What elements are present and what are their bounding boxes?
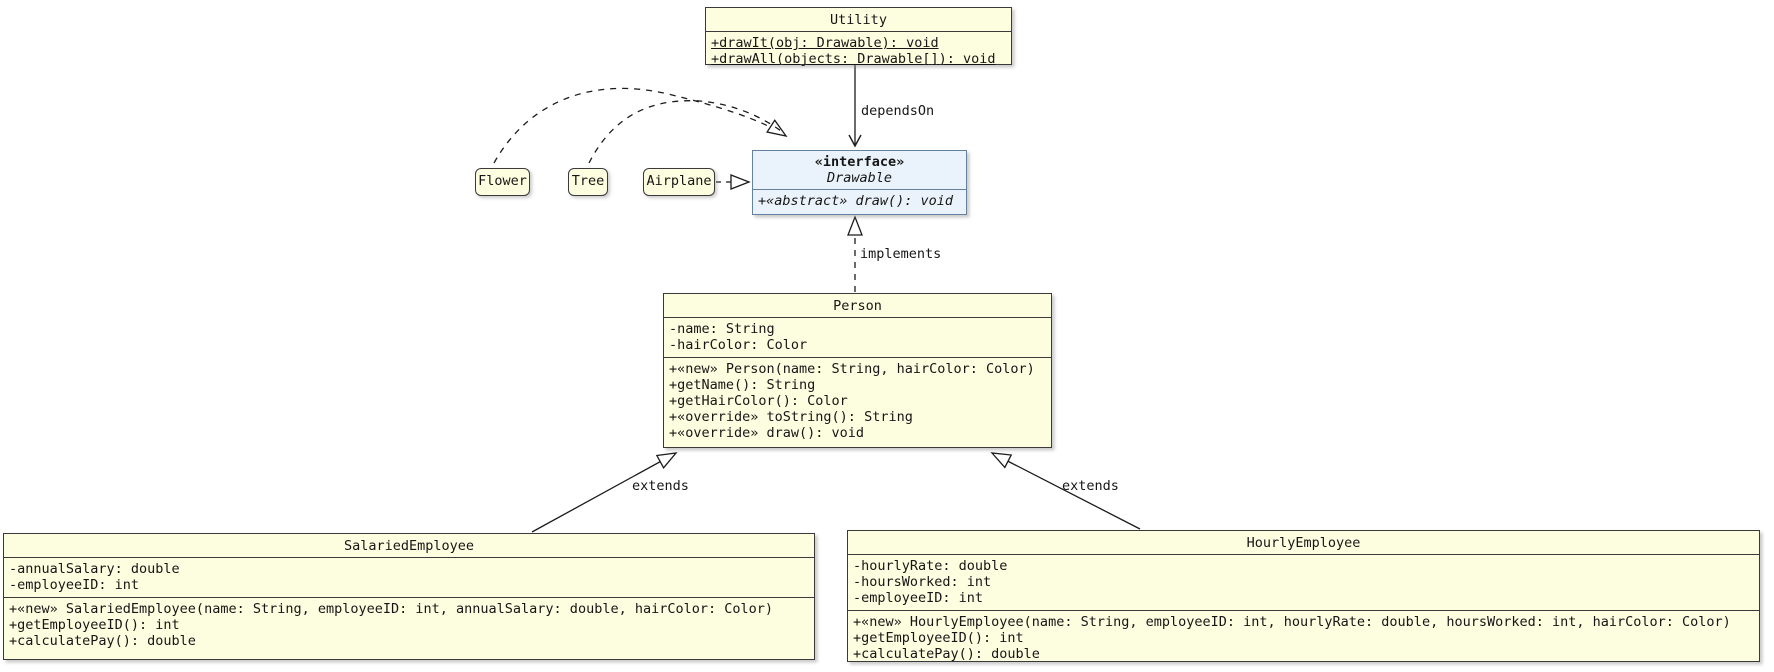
class-hourly-methods: +«new» HourlyEmployee(name: String, empl… bbox=[848, 611, 1759, 666]
class-salaried-methods: +«new» SalariedEmployee(name: String, em… bbox=[4, 598, 814, 653]
interface-drawable-methods: +«abstract» draw(): void bbox=[753, 190, 966, 213]
class-salaried-employee: SalariedEmployee -annualSalary: double -… bbox=[3, 533, 815, 660]
method-item: +calculatePay(): double bbox=[853, 646, 1040, 662]
class-tree: Tree bbox=[568, 168, 608, 196]
attribute-item: -hoursWorked: int bbox=[853, 574, 992, 590]
edge-label-implements: implements bbox=[860, 246, 942, 262]
method-item: +getName(): String bbox=[669, 377, 816, 393]
class-utility: Utility +drawIt(obj: Drawable): void +dr… bbox=[705, 7, 1012, 67]
attribute-item: -name: String bbox=[669, 321, 775, 337]
class-hourly-title: HourlyEmployee bbox=[848, 531, 1759, 555]
class-person: Person -name: String -hairColor: Color +… bbox=[663, 293, 1052, 448]
attribute-item: -employeeID: int bbox=[9, 577, 140, 593]
method-item: +drawAll(objects: Drawable[]): void bbox=[711, 51, 996, 67]
class-person-methods: +«new» Person(name: String, hairColor: C… bbox=[664, 358, 1051, 445]
method-item: +«new» Person(name: String, hairColor: C… bbox=[669, 361, 1035, 377]
class-utility-title: Utility bbox=[706, 8, 1011, 32]
stereotype-label: «interface» bbox=[814, 154, 905, 170]
attribute-item: -hairColor: Color bbox=[669, 337, 808, 353]
method-item: +«override» draw(): void bbox=[669, 425, 865, 441]
class-salaried-title: SalariedEmployee bbox=[4, 534, 814, 558]
class-salaried-attributes: -annualSalary: double -employeeID: int bbox=[4, 558, 814, 598]
method-item: +«abstract» draw(): void bbox=[758, 193, 954, 209]
class-utility-methods: +drawIt(obj: Drawable): void +drawAll(ob… bbox=[706, 32, 1011, 71]
class-person-title: Person bbox=[664, 294, 1051, 318]
interface-name: Drawable bbox=[826, 170, 893, 186]
class-airplane: Airplane bbox=[643, 168, 715, 196]
method-item: +calculatePay(): double bbox=[9, 633, 196, 649]
class-person-attributes: -name: String -hairColor: Color bbox=[664, 318, 1051, 358]
attribute-item: -employeeID: int bbox=[853, 590, 984, 606]
method-item: +«override» toString(): String bbox=[669, 409, 913, 425]
method-item: +«new» SalariedEmployee(name: String, em… bbox=[9, 601, 774, 617]
method-item: +drawIt(obj: Drawable): void bbox=[711, 35, 939, 51]
class-hourly-employee: HourlyEmployee -hourlyRate: double -hour… bbox=[847, 530, 1760, 662]
edge-label-dependson: dependsOn bbox=[861, 103, 935, 119]
method-item: +getEmployeeID(): int bbox=[853, 630, 1024, 646]
edge-label-extends-left: extends bbox=[632, 478, 689, 494]
interface-drawable: «interface» Drawable +«abstract» draw():… bbox=[752, 150, 967, 215]
class-hourly-attributes: -hourlyRate: double -hoursWorked: int -e… bbox=[848, 555, 1759, 611]
attribute-item: -annualSalary: double bbox=[9, 561, 180, 577]
method-item: +getEmployeeID(): int bbox=[9, 617, 180, 633]
attribute-item: -hourlyRate: double bbox=[853, 558, 1008, 574]
interface-drawable-title: «interface» Drawable bbox=[753, 151, 966, 190]
method-item: +«new» HourlyEmployee(name: String, empl… bbox=[853, 614, 1731, 630]
edge-flower-realizes-drawable bbox=[493, 87, 788, 164]
class-flower: Flower bbox=[475, 168, 530, 196]
edge-label-extends-right: extends bbox=[1062, 478, 1119, 494]
method-item: +getHairColor(): Color bbox=[669, 393, 848, 409]
